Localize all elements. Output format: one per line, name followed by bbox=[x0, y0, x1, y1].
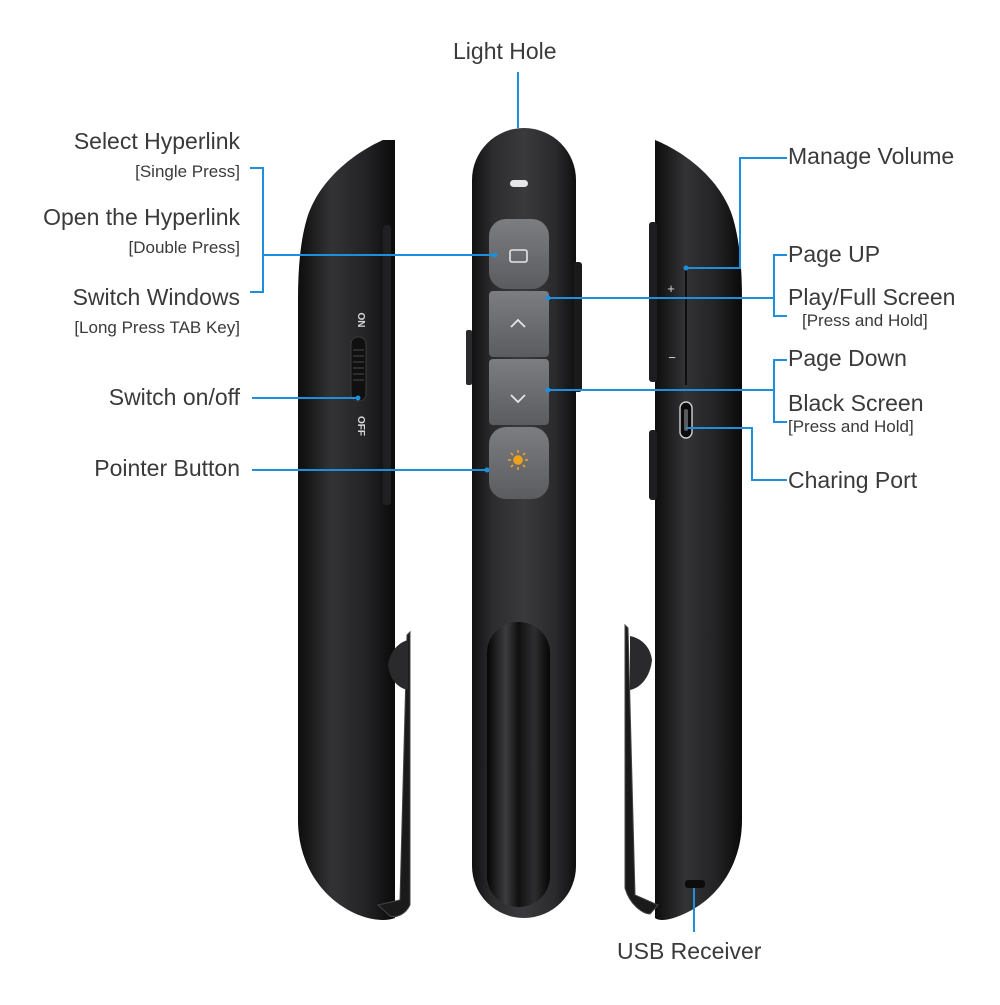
leader-volume bbox=[686, 157, 787, 269]
label-page-up: Page UP bbox=[788, 241, 881, 267]
right-side-view: + − bbox=[624, 140, 742, 920]
leader-dot-switch bbox=[355, 395, 361, 401]
right-clip-bump bbox=[630, 636, 652, 690]
leader-dot-pointer bbox=[484, 467, 490, 473]
label-light-hole: Light Hole bbox=[453, 38, 557, 64]
switch-off-mark: OFF bbox=[355, 416, 366, 436]
label-usb-receiver: USB Receiver bbox=[617, 938, 762, 964]
left-clip-bump bbox=[388, 640, 408, 690]
label-play-full-screen: Play/Full Screen bbox=[788, 284, 956, 310]
slide-switch bbox=[350, 336, 367, 402]
volume-minus-mark: − bbox=[668, 350, 676, 365]
center-left-rail bbox=[466, 330, 472, 385]
usb-receiver-slot bbox=[685, 880, 705, 888]
volume-rocker[interactable] bbox=[649, 222, 657, 382]
chevron-up-icon bbox=[510, 318, 526, 328]
label-black-screen: Black Screen bbox=[788, 390, 924, 416]
right-clip bbox=[624, 623, 659, 915]
leader-page-down-bracket bbox=[773, 359, 787, 423]
switch-on-mark: ON bbox=[355, 313, 366, 328]
center-front-view bbox=[466, 128, 582, 918]
label-open-hyperlink: Open the Hyperlink bbox=[43, 204, 240, 230]
port-inner bbox=[684, 409, 688, 431]
label-switch-windows: Switch Windows bbox=[72, 284, 240, 310]
label-double-press: [Double Press] bbox=[128, 238, 241, 257]
leader-dot-screen bbox=[492, 252, 498, 258]
chevron-down-icon bbox=[510, 394, 526, 404]
page-down-button[interactable] bbox=[489, 359, 549, 425]
leader-charging-port bbox=[686, 427, 787, 481]
label-manage-volume: Manage Volume bbox=[788, 143, 955, 169]
label-page-down: Page Down bbox=[788, 345, 907, 371]
label-switch-on-off: Switch on/off bbox=[108, 384, 240, 410]
label-press-hold-2: [Press and Hold] bbox=[788, 417, 914, 436]
light-hole bbox=[510, 180, 528, 187]
label-select-hyperlink: Select Hyperlink bbox=[73, 128, 240, 154]
left-body bbox=[298, 140, 395, 920]
center-side-rail bbox=[574, 262, 582, 392]
glossy-tail bbox=[487, 622, 550, 907]
screen-button[interactable] bbox=[489, 219, 549, 289]
volume-plus-mark: + bbox=[667, 281, 675, 296]
label-charging-port: Charing Port bbox=[788, 467, 918, 493]
left-side-view: ON OFF bbox=[298, 140, 411, 920]
label-press-hold-1: [Press and Hold] bbox=[802, 311, 928, 330]
leader-lines bbox=[250, 72, 787, 932]
left-rail bbox=[383, 225, 391, 505]
screen-icon bbox=[509, 249, 528, 263]
left-clip bbox=[376, 630, 411, 918]
leader-page-up-bracket bbox=[773, 254, 787, 317]
right-body bbox=[655, 140, 742, 920]
page-up-button[interactable] bbox=[489, 291, 549, 357]
leader-dot-page-down bbox=[545, 387, 551, 393]
switch-ridges bbox=[353, 349, 364, 381]
leader-left-bracket bbox=[250, 167, 264, 293]
label-long-press-tab: [Long Press TAB Key] bbox=[74, 318, 240, 337]
label-single-press: [Single Press] bbox=[135, 162, 240, 181]
leader-dot-volume bbox=[683, 265, 689, 271]
laser-icon bbox=[508, 450, 528, 470]
right-lower-rail bbox=[649, 430, 657, 500]
leader-dot-page-up bbox=[545, 295, 551, 301]
label-pointer-button: Pointer Button bbox=[94, 455, 240, 481]
